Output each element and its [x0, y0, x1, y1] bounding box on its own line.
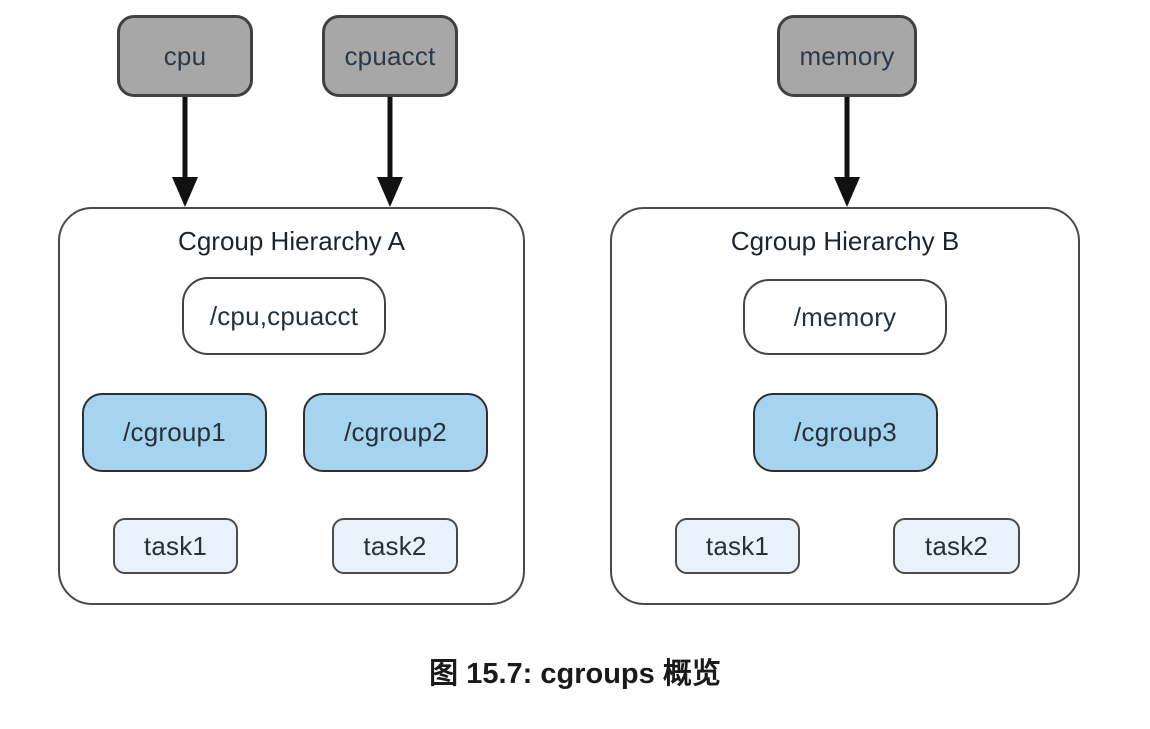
arrow-head-cpu: [172, 177, 198, 207]
subsystem-cpuacct: cpuacct: [322, 15, 458, 97]
node-task2-b: task2: [893, 518, 1020, 574]
node-root-cpu-cpuacct: /cpu,cpuacct: [182, 277, 386, 355]
node-cgroup3: /cgroup3: [753, 393, 938, 472]
figure-caption: 图 15.7: cgroups 概览: [429, 658, 721, 690]
hierarchy-a-title: Cgroup Hierarchy A: [178, 226, 405, 256]
arrow-head-cpuacct: [377, 177, 403, 207]
node-root-memory: /memory: [743, 279, 947, 355]
node-task1-b: task1: [675, 518, 800, 574]
subsystem-cpu: cpu: [117, 15, 253, 97]
node-cgroup2: /cgroup2: [303, 393, 488, 472]
hierarchy-b-title: Cgroup Hierarchy B: [730, 226, 960, 256]
node-task2-a: task2: [332, 518, 458, 574]
node-cgroup1: /cgroup1: [82, 393, 267, 472]
subsystem-memory: memory: [777, 15, 917, 97]
arrow-head-memory: [834, 177, 860, 207]
node-task1-a: task1: [113, 518, 238, 574]
